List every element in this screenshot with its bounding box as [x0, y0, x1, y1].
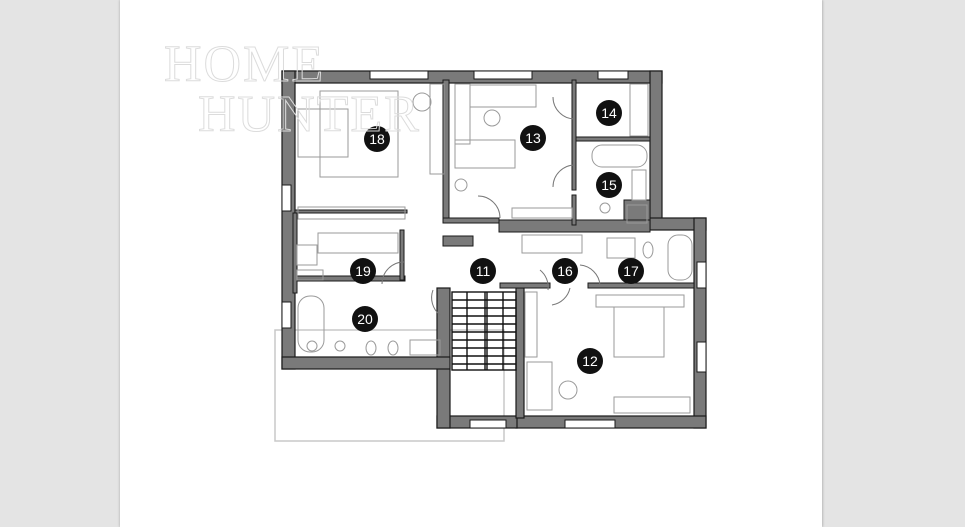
room-badge-13[interactable]: 13	[520, 125, 546, 151]
room-badge-15[interactable]: 15	[596, 172, 622, 198]
room-badge-11[interactable]: 11	[470, 258, 496, 284]
room-number: 14	[601, 105, 617, 121]
interior-walls	[292, 79, 695, 294]
wardrobe	[429, 83, 445, 175]
room-badge-17[interactable]: 17	[618, 258, 644, 284]
furniture	[296, 83, 693, 414]
room-number: 20	[357, 311, 373, 327]
room-number: 13	[525, 130, 541, 146]
bed	[454, 139, 516, 169]
rug	[319, 90, 399, 178]
bed	[613, 306, 665, 358]
exterior-walls	[281, 70, 707, 429]
room-number: 17	[623, 263, 639, 279]
room-badge-14[interactable]: 14	[596, 100, 622, 126]
room-badge-20[interactable]: 20	[352, 306, 378, 332]
room-number: 19	[355, 263, 371, 279]
terrace-outline	[274, 329, 505, 442]
room-number: 16	[557, 263, 573, 279]
bed	[297, 108, 349, 158]
room-number: 11	[475, 263, 491, 279]
room-badge-19[interactable]: 19	[350, 258, 376, 284]
door-swings	[381, 96, 601, 316]
closet	[297, 206, 406, 220]
room-number: 18	[369, 131, 385, 147]
room-number: 12	[582, 353, 598, 369]
windows	[281, 70, 707, 429]
room-badge-16[interactable]: 16	[552, 258, 578, 284]
room-number: 15	[601, 177, 617, 193]
staircase	[451, 291, 517, 371]
room-badge-12[interactable]: 12	[577, 348, 603, 374]
room-badge-18[interactable]: 18	[364, 126, 390, 152]
armchair	[412, 92, 432, 112]
